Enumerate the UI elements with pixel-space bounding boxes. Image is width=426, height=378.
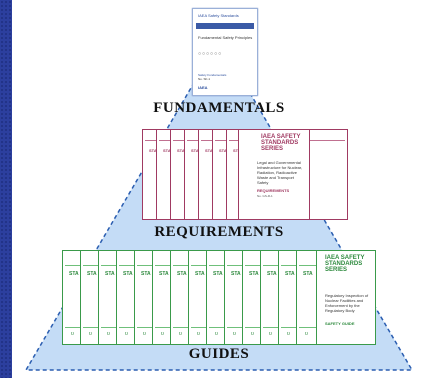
fundamentals-book-number: No. SF-1 xyxy=(198,77,211,81)
fundamentals-book-band xyxy=(196,23,254,29)
left-decorative-band xyxy=(0,0,12,378)
fundamentals-book-symbols: ○○○○○○ xyxy=(198,51,223,57)
fundamentals-book-title: Fundamental Safety Principles xyxy=(198,35,253,40)
iaea-logo: IAEA xyxy=(198,85,208,90)
fundamentals-book: IAEA Safety Standards Fundamental Safety… xyxy=(192,8,258,96)
requirements-title: Legal and Governmental Infrastructure fo… xyxy=(257,160,303,185)
requirements-series: IAEA SAFETY STANDARDS SERIES xyxy=(261,134,301,152)
tier-label-requirements: REQUIREMENTS xyxy=(154,224,284,240)
guides-category: SAFETY GUIDE xyxy=(325,321,355,326)
requirements-category: REQUIREMENTS xyxy=(257,188,290,193)
fundamentals-book-category: Safety Fundamentals xyxy=(198,73,227,77)
guides-front-book: IAEA SAFETY STANDARDS SERIES Regulatory … xyxy=(316,250,376,345)
requirements-stack: STA STA STA STA STA STA STA IAEA SAFETY … xyxy=(142,129,348,220)
pyramid-diagram: IAEA Safety Standards Fundamental Safety… xyxy=(12,0,426,378)
guides-title: Regulatory Inspection of Nuclear Facilit… xyxy=(325,293,369,313)
guides-series: IAEA SAFETY STANDARDS SERIES xyxy=(325,255,365,273)
requirements-number: No. GS-R-1 xyxy=(257,194,273,198)
fundamentals-series: IAEA Safety Standards xyxy=(198,13,239,18)
tier-label-fundamentals: FUNDAMENTALS xyxy=(153,100,285,116)
requirements-front-book: IAEA SAFETY STANDARDS SERIES Legal and G… xyxy=(238,129,310,220)
tier-label-guides: GUIDES xyxy=(188,346,250,362)
